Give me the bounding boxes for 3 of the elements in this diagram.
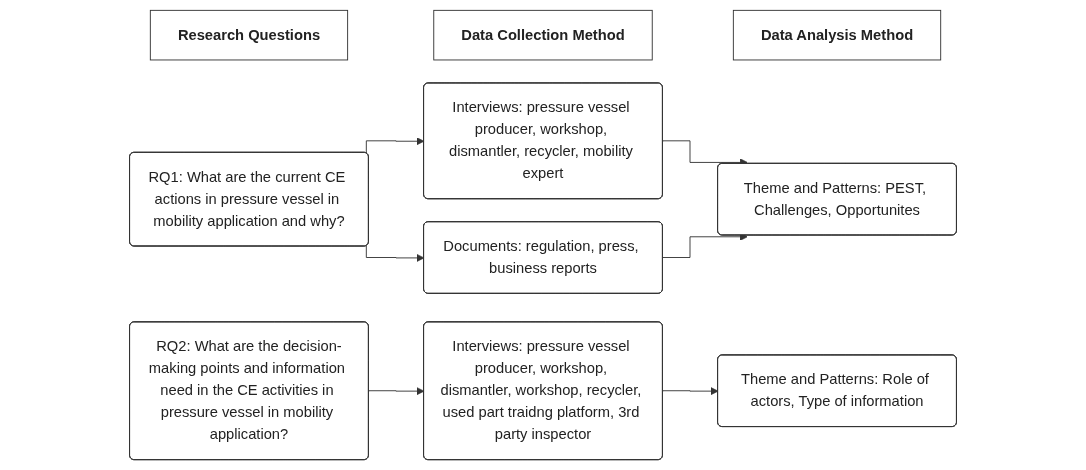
node-box: Research Questions — [149, 9, 349, 61]
node-box: Data Collection Method — [433, 9, 653, 61]
node-box: Data Analysis Method — [732, 9, 942, 61]
